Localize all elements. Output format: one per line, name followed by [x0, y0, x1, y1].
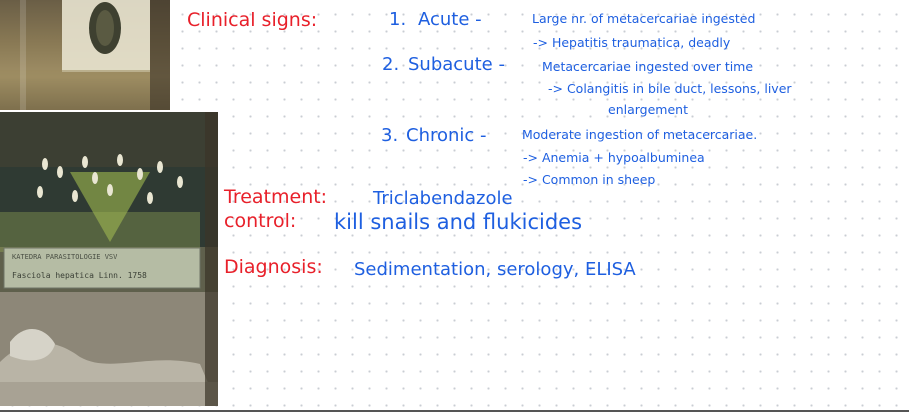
chronic-result-anemia: -> Anemia + hypoalbuminea	[523, 150, 705, 165]
subacute-detail: Metacercariae ingested over time	[542, 59, 754, 74]
specimen-photo-top	[0, 0, 170, 110]
acute-number: 1.	[389, 9, 407, 30]
diagnosis-value: Sedimentation, serology, ELISA	[354, 259, 636, 280]
specimen-label-line2: Fasciola hepatica Linn. 1758	[12, 271, 147, 280]
control-label: control:	[224, 210, 297, 232]
subacute-result-line1: -> Colangitis in bile duct, lessons, liv…	[548, 81, 792, 96]
clinical-signs-heading: Clinical signs:	[187, 9, 318, 31]
control-value: kill snails and flukicides	[334, 210, 583, 234]
jar-illustration-top	[0, 0, 170, 110]
jar-illustration	[0, 112, 218, 406]
page-bottom-divider	[0, 410, 909, 412]
chronic-title: Chronic -	[406, 125, 487, 146]
chronic-detail: Moderate ingestion of metacercariae.	[522, 127, 758, 142]
diagnosis-label: Diagnosis:	[224, 256, 323, 278]
specimen-photo-jar: KATEDRA PARASITOLOGIE VSV Fasciola hepat…	[0, 112, 218, 406]
subacute-number: 2.	[382, 54, 400, 75]
subacute-result-line2: enlargement	[608, 102, 688, 117]
chronic-result-sheep: -> Common in sheep	[523, 172, 656, 187]
treatment-value: Triclabendazole	[373, 188, 513, 209]
treatment-label: Treatment:	[224, 186, 328, 208]
acute-detail: Large nr. of metacercariae ingested	[532, 11, 756, 26]
acute-title: Acute -	[418, 9, 482, 30]
acute-result: -> Hepatitis traumatica, deadly	[533, 35, 731, 50]
subacute-title: Subacute -	[408, 54, 505, 75]
chronic-number: 3.	[381, 125, 399, 146]
specimen-label-line1: KATEDRA PARASITOLOGIE VSV	[12, 253, 118, 261]
